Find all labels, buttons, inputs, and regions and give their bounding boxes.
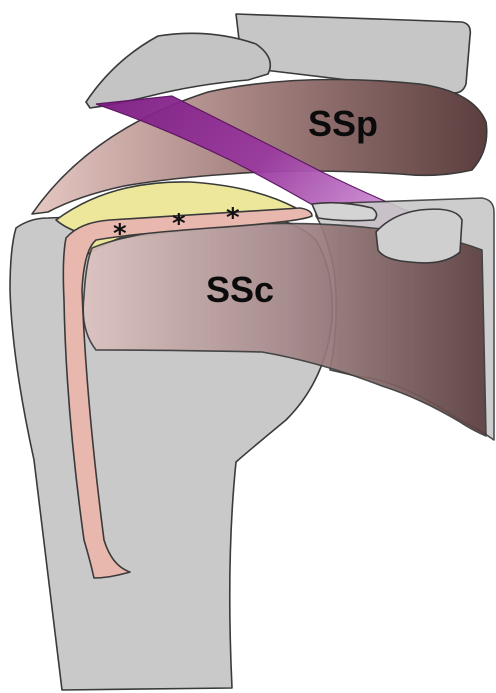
asterisk-marker-3: * bbox=[226, 203, 240, 233]
asterisk-marker-2: * bbox=[172, 209, 186, 239]
label-subscapularis: SSc bbox=[206, 269, 274, 310]
asterisk-marker-1: * bbox=[113, 219, 127, 249]
label-supraspinatus: SSp bbox=[308, 103, 378, 144]
